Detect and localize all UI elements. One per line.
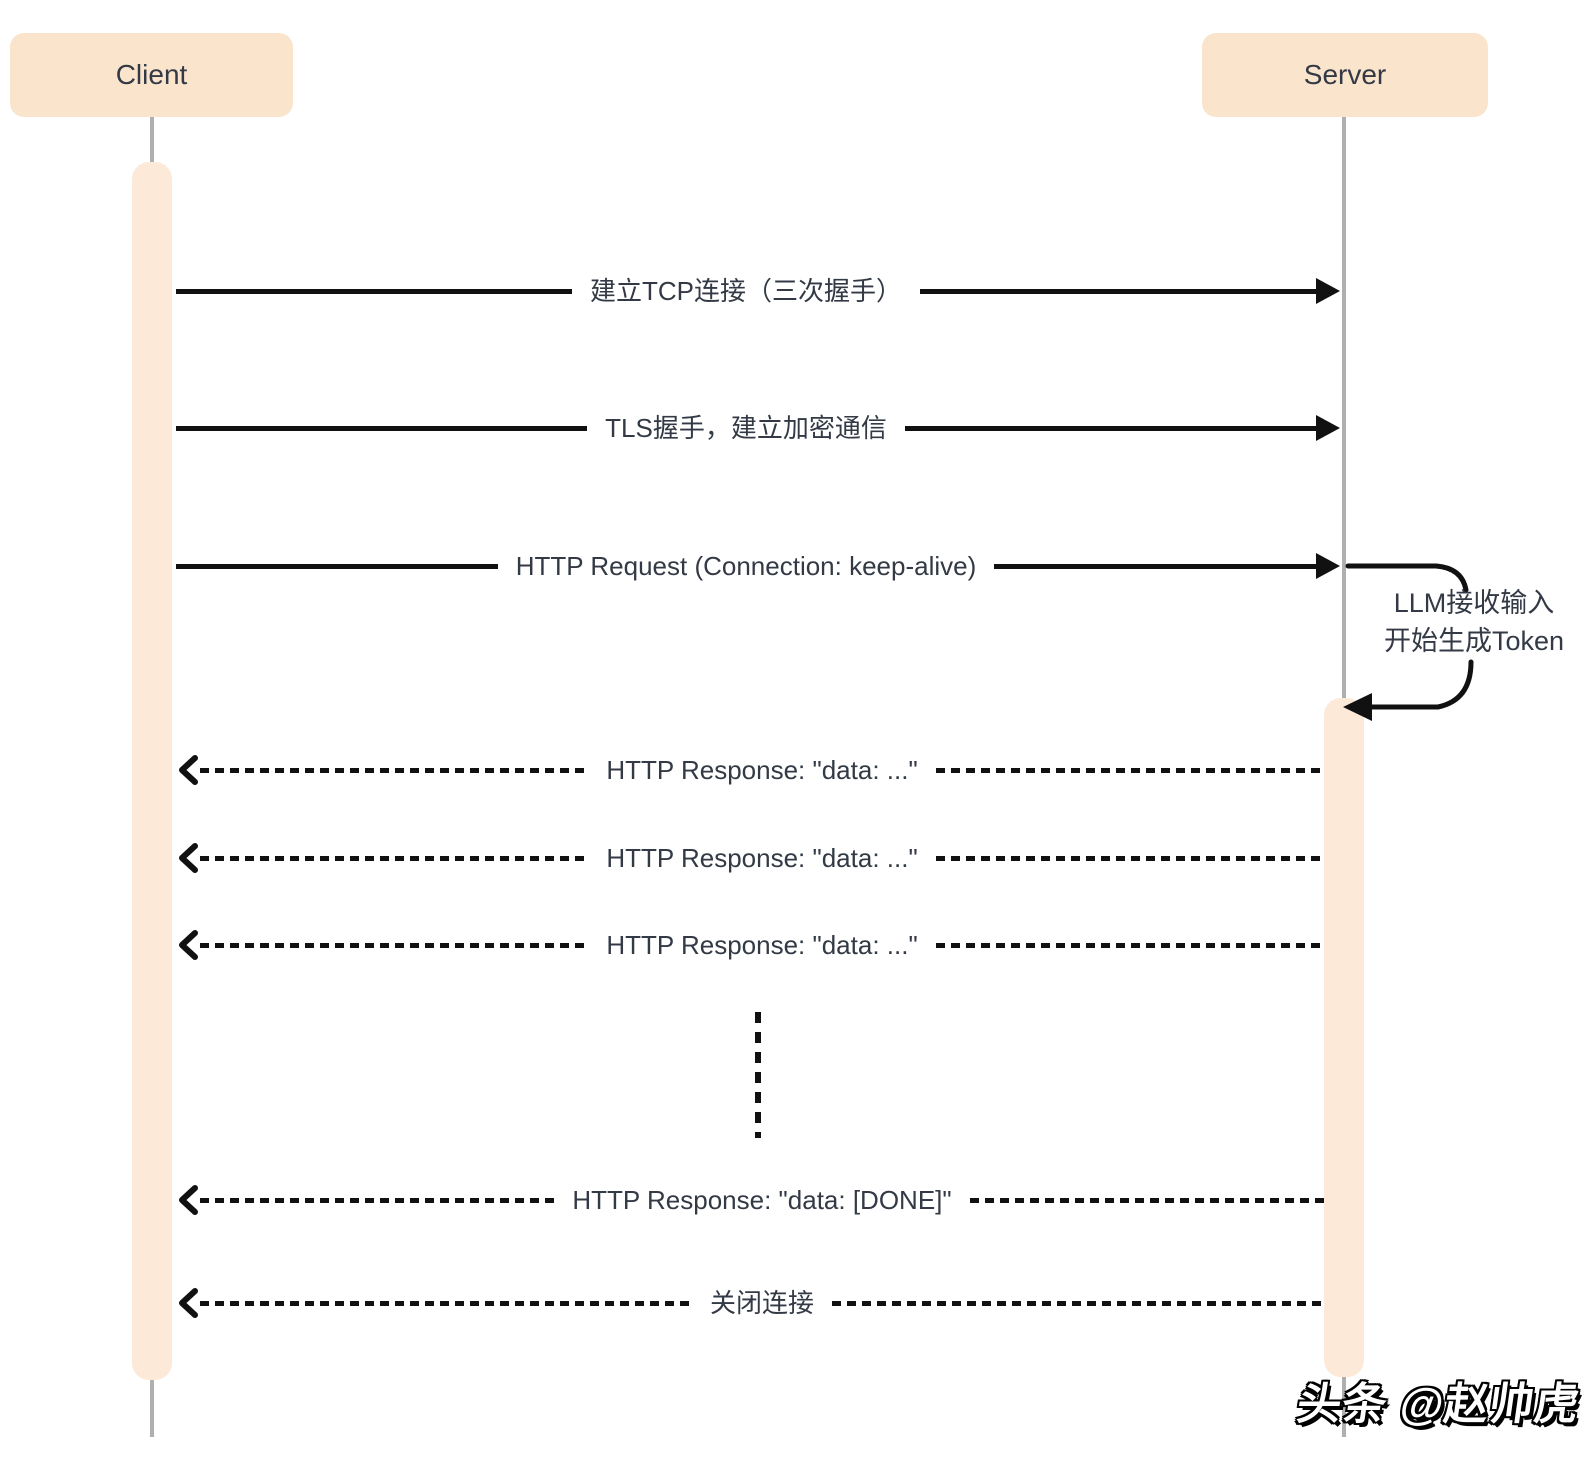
arrowhead-left-icon xyxy=(179,755,198,785)
message-label: 关闭连接 xyxy=(710,1288,815,1318)
server-note: LLM接收输入 开始生成Token xyxy=(1364,584,1584,660)
message-tls-handshake: TLS握手，建立加密通信 xyxy=(176,406,1340,450)
server-note-line2: 开始生成Token xyxy=(1383,626,1565,656)
message-response-1: HTTP Response: "data: ..." xyxy=(178,748,1324,792)
message-line xyxy=(176,563,498,569)
arrowhead-right-icon xyxy=(1316,415,1340,441)
arrowhead-left-icon xyxy=(179,843,198,873)
message-line xyxy=(200,767,589,773)
message-line xyxy=(935,942,1324,948)
message-label: HTTP Response: "data: ..." xyxy=(606,930,918,960)
server-activation-bar xyxy=(1324,698,1364,1377)
actor-server-box: Server xyxy=(1202,33,1488,117)
message-label: 建立TCP连接（三次握手） xyxy=(590,276,903,306)
actor-client-label: Client xyxy=(115,59,188,90)
arrowhead-right-icon xyxy=(1316,278,1341,304)
message-tcp-connect: 建立TCP连接（三次握手） xyxy=(176,269,1341,313)
actor-server-label: Server xyxy=(1303,59,1387,90)
message-line xyxy=(200,1300,692,1306)
message-response-done: HTTP Response: "data: [DONE]" xyxy=(178,1178,1325,1222)
watermark: 头条 @赵帅虎 xyxy=(1293,1380,1583,1429)
message-line xyxy=(969,1197,1325,1203)
client-lifeline-bottom xyxy=(150,1380,154,1437)
server-self-message-loop xyxy=(1343,563,1474,721)
client-lifeline-top xyxy=(150,117,154,162)
message-response-2: HTTP Response: "data: ..." xyxy=(178,836,1324,880)
message-label: HTTP Response: "data: ..." xyxy=(606,843,918,873)
arrowhead-left-icon xyxy=(179,1288,198,1318)
actor-client-box: Client xyxy=(10,33,293,117)
message-line xyxy=(832,1300,1325,1306)
message-line xyxy=(200,1197,555,1203)
arrowhead-left-icon xyxy=(179,1185,198,1215)
message-line xyxy=(904,425,1316,431)
arrowhead-right-icon xyxy=(1316,553,1341,579)
message-line xyxy=(200,855,589,861)
message-label: TLS握手，建立加密通信 xyxy=(605,413,887,443)
message-line xyxy=(176,425,588,431)
message-label: HTTP Response: "data: [DONE]" xyxy=(572,1185,952,1215)
message-http-request: HTTP Request (Connection: keep-alive) xyxy=(176,544,1341,588)
message-line xyxy=(176,288,572,294)
stream-continuation-ellipsis xyxy=(755,1012,761,1138)
message-label: HTTP Response: "data: ..." xyxy=(606,755,918,785)
message-line xyxy=(994,563,1317,569)
message-response-3: HTTP Response: "data: ..." xyxy=(178,923,1324,967)
server-note-line1: LLM接收输入 xyxy=(1393,588,1555,618)
arrowhead-left-icon xyxy=(179,930,198,960)
client-activation-bar xyxy=(132,162,172,1380)
message-label: HTTP Request (Connection: keep-alive) xyxy=(515,551,977,581)
message-close-connection: 关闭连接 xyxy=(178,1281,1325,1325)
message-line xyxy=(935,767,1324,773)
message-line xyxy=(935,855,1324,861)
message-line xyxy=(200,942,589,948)
message-line xyxy=(920,288,1317,294)
